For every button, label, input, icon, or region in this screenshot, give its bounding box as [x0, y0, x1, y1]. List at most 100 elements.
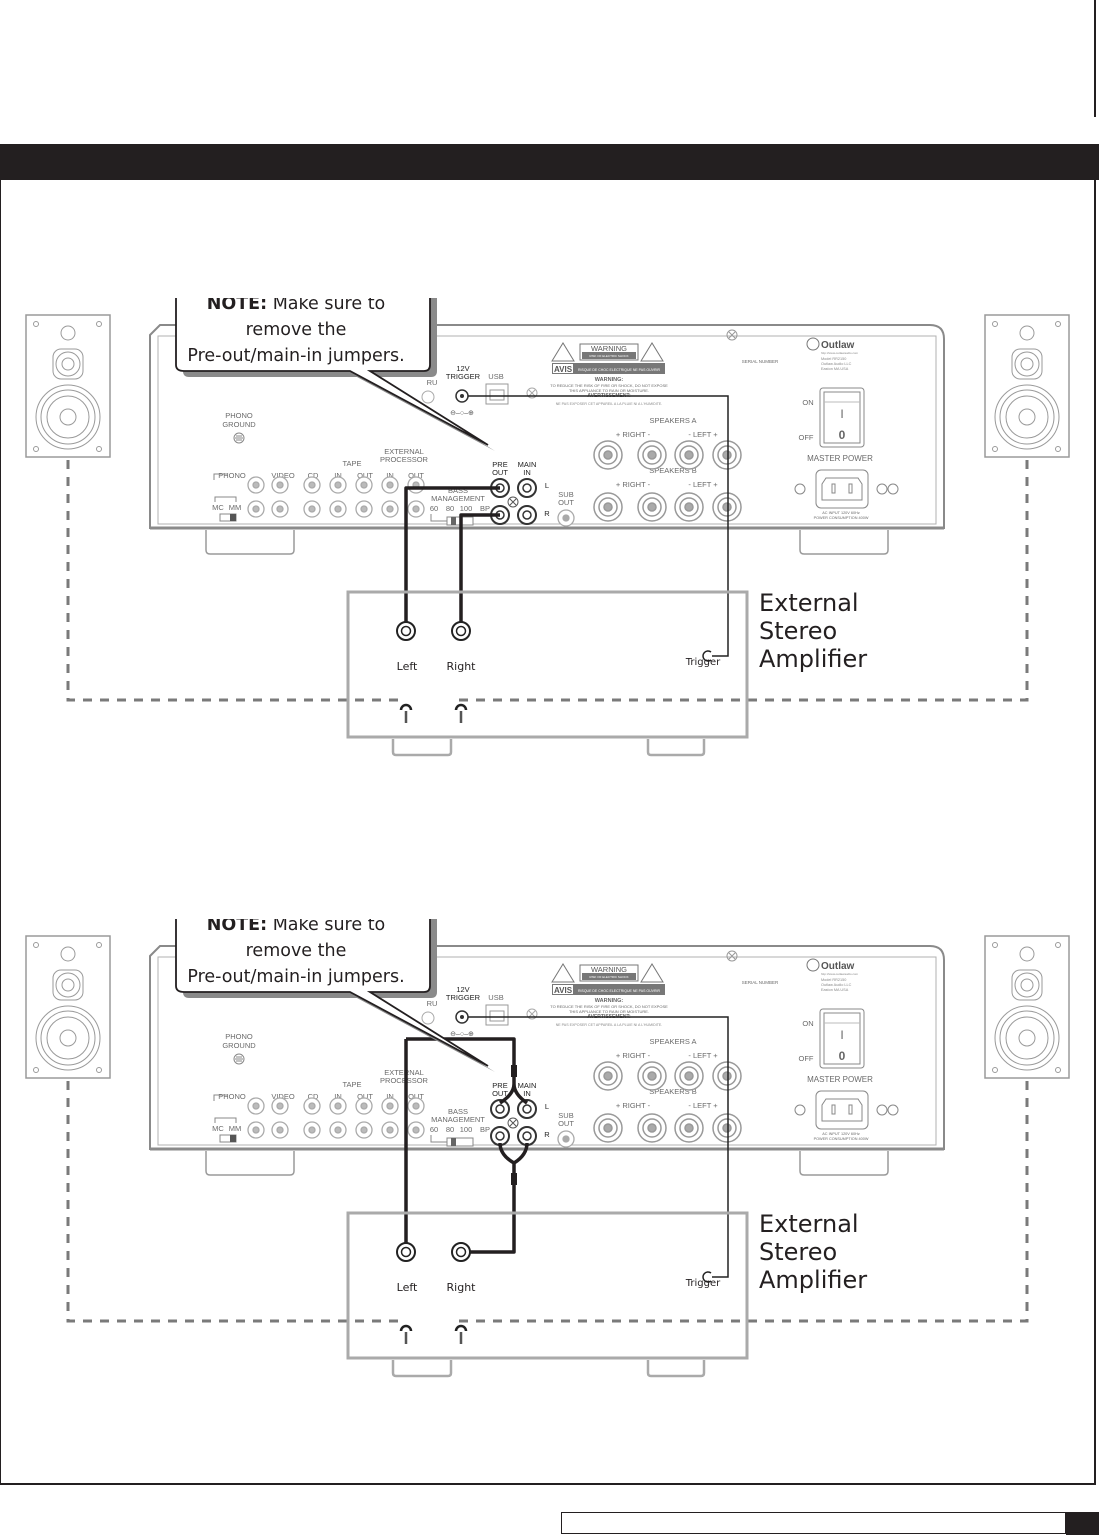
speakers-a-label: SPEAKERS A	[649, 416, 696, 425]
thru-jack	[421, 390, 435, 404]
brand-url: http://www.outlawaudio.com	[821, 351, 859, 355]
ac-inlet-icon	[794, 1090, 899, 1130]
usb-port[interactable]	[485, 1004, 509, 1026]
rca-jack	[381, 476, 399, 494]
amp-title-line-2: Stereo	[759, 1238, 837, 1266]
speakers-b-left-label: - LEFT +	[688, 480, 718, 489]
amp-right-label: Right	[447, 1281, 477, 1294]
brand-url: http://www.outlawaudio.com	[821, 972, 859, 976]
main-in-right-jack[interactable]	[517, 505, 537, 525]
brand-location: Easton MA USA	[821, 988, 849, 992]
sub-out-jack	[557, 509, 575, 527]
amp-trigger-label: Trigger	[685, 657, 721, 668]
rca-jack	[271, 476, 289, 494]
pre-out-label-1: PRE	[492, 1081, 507, 1090]
amp-title-line-2: Stereo	[759, 617, 837, 645]
main-in-left-jack[interactable]	[517, 1099, 537, 1119]
speakers-a-label: SPEAKERS A	[649, 1037, 696, 1046]
amp-left-input-jack[interactable]	[396, 1242, 416, 1262]
right-speaker-wire	[458, 1081, 1029, 1323]
brand-company: Outlaw Audio LLC	[821, 362, 852, 366]
y-adapter-plug	[511, 1065, 517, 1077]
rca-jack	[271, 500, 289, 518]
warning2-title: WARNING:	[595, 377, 624, 383]
channel-l-label: L	[545, 1102, 549, 1111]
bass-option-60: 60	[430, 504, 438, 513]
rca-jack	[355, 1097, 373, 1115]
speakers-b-right-label: + RIGHT -	[616, 1101, 651, 1110]
pre-out-label-2: OUT	[492, 468, 508, 477]
amp-title-line-1: External	[759, 589, 859, 617]
speakers-b-label: SPEAKERS B	[649, 1087, 697, 1096]
external-processor-label-1: EXTERNAL	[384, 1068, 424, 1077]
rca-jack	[329, 476, 347, 494]
speakers-a-left-label: - LEFT +	[688, 1051, 718, 1060]
mc-mm-switch[interactable]	[213, 473, 237, 522]
footer-page-box	[561, 1512, 1066, 1534]
warning-subtitle: RISK OF ELECTRIC SHOCK	[589, 975, 628, 979]
speakers-b-left-label: - LEFT +	[688, 1101, 718, 1110]
avis-label: AVIS	[554, 365, 573, 374]
pre-out-left-jack[interactable]	[490, 1099, 510, 1119]
master-power-switch[interactable]: I 0	[819, 387, 865, 448]
rca-jack	[303, 1097, 321, 1115]
sub-out-jack	[557, 1130, 575, 1148]
callout-line-3: Pre-out/main-in jumpers.	[187, 967, 404, 987]
amp-right-input-jack[interactable]	[451, 1242, 471, 1262]
power-consumption-label: POWER CONSUMPTION 400W	[814, 1137, 869, 1141]
screw-icon	[526, 1008, 538, 1020]
external-amplifier: Left Right Trigger External Stereo Ampli…	[346, 589, 867, 757]
main-in-label-2: IN	[523, 468, 531, 477]
amp-left-input-jack[interactable]	[396, 621, 416, 641]
main-in-right-jack[interactable]	[517, 1126, 537, 1146]
channel-r-label: R	[544, 509, 550, 518]
power-on-label: ON	[802, 1019, 813, 1028]
trigger-label: TRIGGER	[446, 993, 481, 1002]
trigger-label: TRIGGER	[446, 372, 481, 381]
master-power-switch[interactable]: I 0	[819, 1008, 865, 1069]
ext-in-label: IN	[386, 471, 394, 480]
thru-label: RU	[427, 378, 438, 387]
main-in-label-1: MAIN	[518, 460, 537, 469]
main-in-label-2: IN	[523, 1089, 531, 1098]
brand-company: Outlaw Audio LLC	[821, 983, 852, 987]
external-amplifier: Left Right Trigger External Stereo Ampli…	[346, 1210, 867, 1378]
bass-management-switch[interactable]	[430, 1135, 474, 1147]
amp-trigger-input-jack[interactable]	[702, 1271, 712, 1283]
bass-option-bp: BP	[480, 504, 490, 513]
mc-mm-switch[interactable]	[213, 1094, 237, 1143]
cd-label: CD	[308, 471, 319, 480]
power-consumption-label: POWER CONSUMPTION 400W	[814, 516, 869, 520]
pre-out-main-in-jacks[interactable]	[490, 1099, 537, 1146]
serial-number-label: SERIAL NUMBER	[742, 980, 779, 985]
switch-on-glyph: I	[840, 407, 843, 421]
amp-trigger-input-jack[interactable]	[702, 650, 712, 662]
pre-out-right-jack[interactable]	[490, 1126, 510, 1146]
right-speaker	[984, 314, 1070, 458]
amp-left-speaker-terminal	[399, 1324, 413, 1344]
rca-input-jacks	[247, 1097, 425, 1139]
callout-line-1: NOTE: Make sure to	[207, 298, 386, 314]
rca-jack	[355, 476, 373, 494]
amp-left-label: Left	[397, 1281, 418, 1294]
speaker-binding-posts	[593, 440, 742, 522]
left-speaker	[25, 935, 111, 1079]
usb-port[interactable]	[485, 383, 509, 405]
callout-line-3: Pre-out/main-in jumpers.	[187, 346, 404, 366]
power-off-label: OFF	[799, 1054, 814, 1063]
phono-ground-screw-icon	[233, 432, 245, 444]
speakers-a-left-label: - LEFT +	[688, 430, 718, 439]
amp-right-input-jack[interactable]	[451, 621, 471, 641]
rca-jack	[381, 500, 399, 518]
main-in-left-jack[interactable]	[517, 478, 537, 498]
power-on-label: ON	[802, 398, 813, 407]
tape-label: TAPE	[342, 459, 361, 468]
video-label: VIDEO	[271, 471, 295, 480]
pre-out-label-2: OUT	[492, 1089, 508, 1098]
rca-jack	[329, 500, 347, 518]
rca-input-jacks	[247, 476, 425, 518]
phono-label: PHONO	[218, 1092, 246, 1101]
bass-management-label-2: MANAGEMENT	[431, 1115, 485, 1124]
amp-right-label: Right	[447, 660, 477, 673]
content-frame	[0, 180, 1096, 1485]
